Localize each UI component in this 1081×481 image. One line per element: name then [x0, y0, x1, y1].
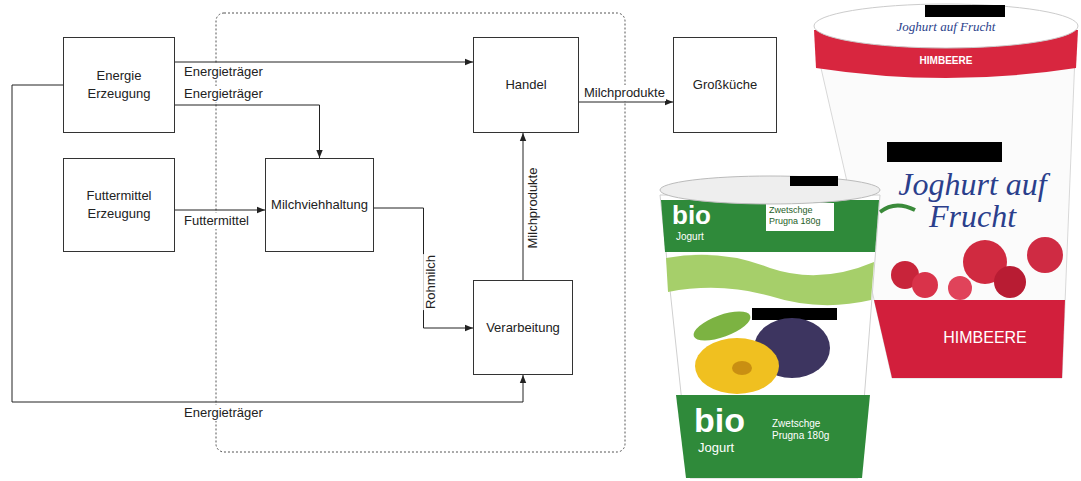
flow-arrow — [374, 208, 473, 328]
flow-label: Energieträger — [183, 64, 264, 80]
box-label: Verarbeitung — [486, 319, 560, 337]
product-label-text: Jogurt — [676, 231, 704, 243]
box-label: Futtermittel Erzeugung — [64, 187, 174, 222]
product-label-text: Joghurt auf Frucht — [881, 19, 1011, 35]
product-label-text: HIMBEERE — [920, 328, 1050, 347]
flow-arrow — [175, 62, 473, 63]
system-boundary — [216, 13, 625, 452]
product-label-text: bio — [672, 202, 711, 228]
plum-yogurt-cup — [660, 176, 880, 478]
flow-label: Energieträger — [183, 405, 264, 421]
flow-arrow — [579, 102, 673, 103]
product-label-text: Zwetschge Prugna 180g — [769, 205, 831, 227]
process-box: Energie Erzeugung — [63, 37, 175, 133]
product-label-text: Jogurt — [698, 440, 734, 456]
box-label: Großküche — [693, 76, 757, 94]
box-label: Milchviehhaltung — [271, 196, 368, 214]
flow-label: Rohmilch — [423, 254, 439, 310]
process-box: Verarbeitung — [473, 280, 573, 375]
product-label-text: Zwetschge Prugna 180g — [772, 418, 842, 442]
process-box: Großküche — [673, 37, 777, 133]
flow-arrow — [175, 105, 320, 158]
flow-label: Futtermittel — [183, 213, 250, 229]
box-label: Energie Erzeugung — [64, 67, 174, 102]
product-label-text: bio — [694, 403, 745, 437]
flow-label: Milchprodukte — [525, 167, 541, 250]
product-label-text: Joghurt auf Frucht — [885, 168, 1060, 232]
process-box: Futtermittel Erzeugung — [63, 158, 175, 252]
flow-label: Milchprodukte — [583, 85, 666, 101]
flow-label: Energieträger — [183, 86, 264, 102]
process-box: Handel — [473, 37, 579, 133]
flow-arrow — [175, 210, 265, 211]
process-box: Milchviehhaltung — [265, 158, 374, 252]
flow-arrow — [523, 133, 524, 280]
box-label: Handel — [505, 76, 546, 94]
product-label-text: HIMBEERE — [901, 55, 991, 67]
